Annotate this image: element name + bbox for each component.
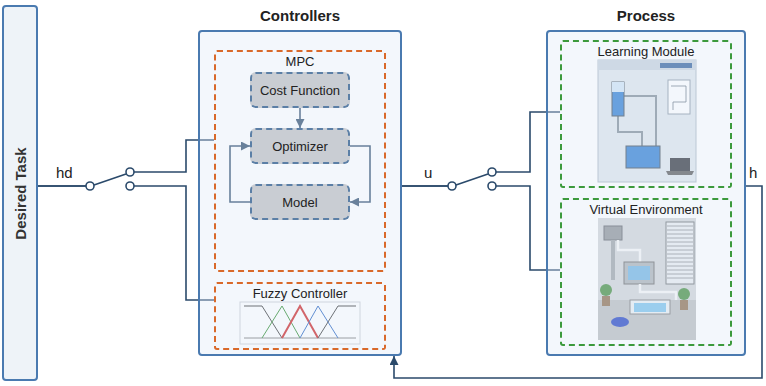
node-title: Process (617, 7, 675, 24)
mpc-block: MPC Cost FunctionOptimizerModel (214, 50, 386, 272)
virtual-environment-block: Virtual Environment (560, 198, 732, 346)
task-band: Desired Task (2, 5, 38, 381)
signal-connector (38, 186, 214, 300)
process-panel: ProcessLearning ModuleVirtual Environmen… (546, 30, 746, 356)
learning-module-block: Learning Module (560, 40, 732, 188)
node-title: MPC (286, 54, 315, 69)
node-title: Optimizer (272, 139, 328, 154)
node-title: Desired Task (12, 147, 29, 239)
signal-label: hd (56, 164, 73, 181)
fuzzy-block: Fuzzy Controller (214, 282, 386, 350)
node-title: Cost Function (260, 83, 340, 98)
node-title: Model (282, 195, 317, 210)
optimizer-box: Optimizer (250, 128, 350, 164)
cost-function-box: Cost Function (250, 72, 350, 108)
node-title: Controllers (260, 7, 340, 24)
node-title: Learning Module (598, 44, 695, 59)
signal-label: u (424, 164, 432, 181)
signal-connector (402, 186, 560, 270)
node-title: Virtual Environment (589, 202, 702, 217)
controller-panel: ControllersMPCCost FunctionOptimizerMode… (198, 30, 402, 356)
signal-label: h (749, 164, 757, 181)
model-box: Model (250, 184, 350, 220)
signal-connector (38, 140, 214, 186)
node-title: Fuzzy Controller (253, 286, 348, 301)
signal-connector (402, 112, 560, 186)
